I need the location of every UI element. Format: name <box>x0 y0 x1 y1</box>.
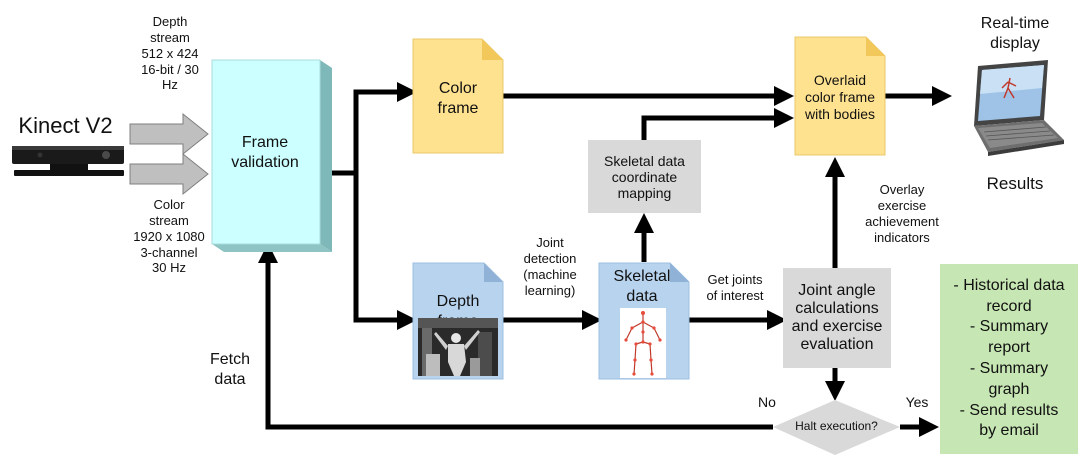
joint-detection-label: Joint detection (machine learning) <box>523 235 577 298</box>
frame-validation-label: Frame validation <box>231 134 299 171</box>
skeleton-figure-image <box>620 308 666 378</box>
arrow-halt-no-loop <box>258 243 773 430</box>
overlay-indicators-label: Overlay exercise achievement indicators <box>865 182 939 245</box>
joint-angle-box: Joint angle calculations and exercise ev… <box>783 268 891 368</box>
frame-validation-box <box>211 59 332 252</box>
arrow-to-color-frame <box>353 82 417 173</box>
overlaid-frame-doc <box>794 36 886 156</box>
outputs-box: - Historical data record - Summary repor… <box>940 264 1078 454</box>
get-joints-label: Get joints of interest <box>706 272 764 303</box>
kinect-sensor-icon <box>12 146 124 176</box>
arrow-mapping-to-overlaid <box>641 108 794 140</box>
fetch-data-label: Fetch data <box>209 351 250 388</box>
overlaid-frame-label: Overlaid color frame with bodies <box>804 72 876 123</box>
kinect-title: Kinect V2 <box>18 113 113 138</box>
skeletal-mapping-box: Skeletal data coordinate mapping <box>588 140 701 213</box>
arrow-to-depth-frame <box>353 173 417 330</box>
depth-stream-arrow <box>129 112 209 156</box>
color-frame-label: Color frame <box>437 80 479 117</box>
halt-decision <box>773 400 900 455</box>
color-stream-label: Color stream 1920 x 1080 3-channel 30 Hz <box>133 197 205 276</box>
realtime-display-label: Real-time display <box>980 15 1050 52</box>
laptop-icon <box>974 60 1064 156</box>
halt-label: Halt execution? <box>795 419 878 433</box>
color-stream-arrow <box>129 152 209 196</box>
color-frame-doc <box>412 38 504 154</box>
skeletal-data-label: Skeletal data <box>613 268 671 305</box>
depth-stream-label: Depth stream 512 x 424 16-bit / 30 Hz <box>141 14 199 93</box>
halt-yes-label: Yes <box>905 394 929 410</box>
results-label: Results <box>986 174 1044 193</box>
depth-image-thumbnail <box>418 318 498 376</box>
halt-no-label: No <box>758 394 776 410</box>
